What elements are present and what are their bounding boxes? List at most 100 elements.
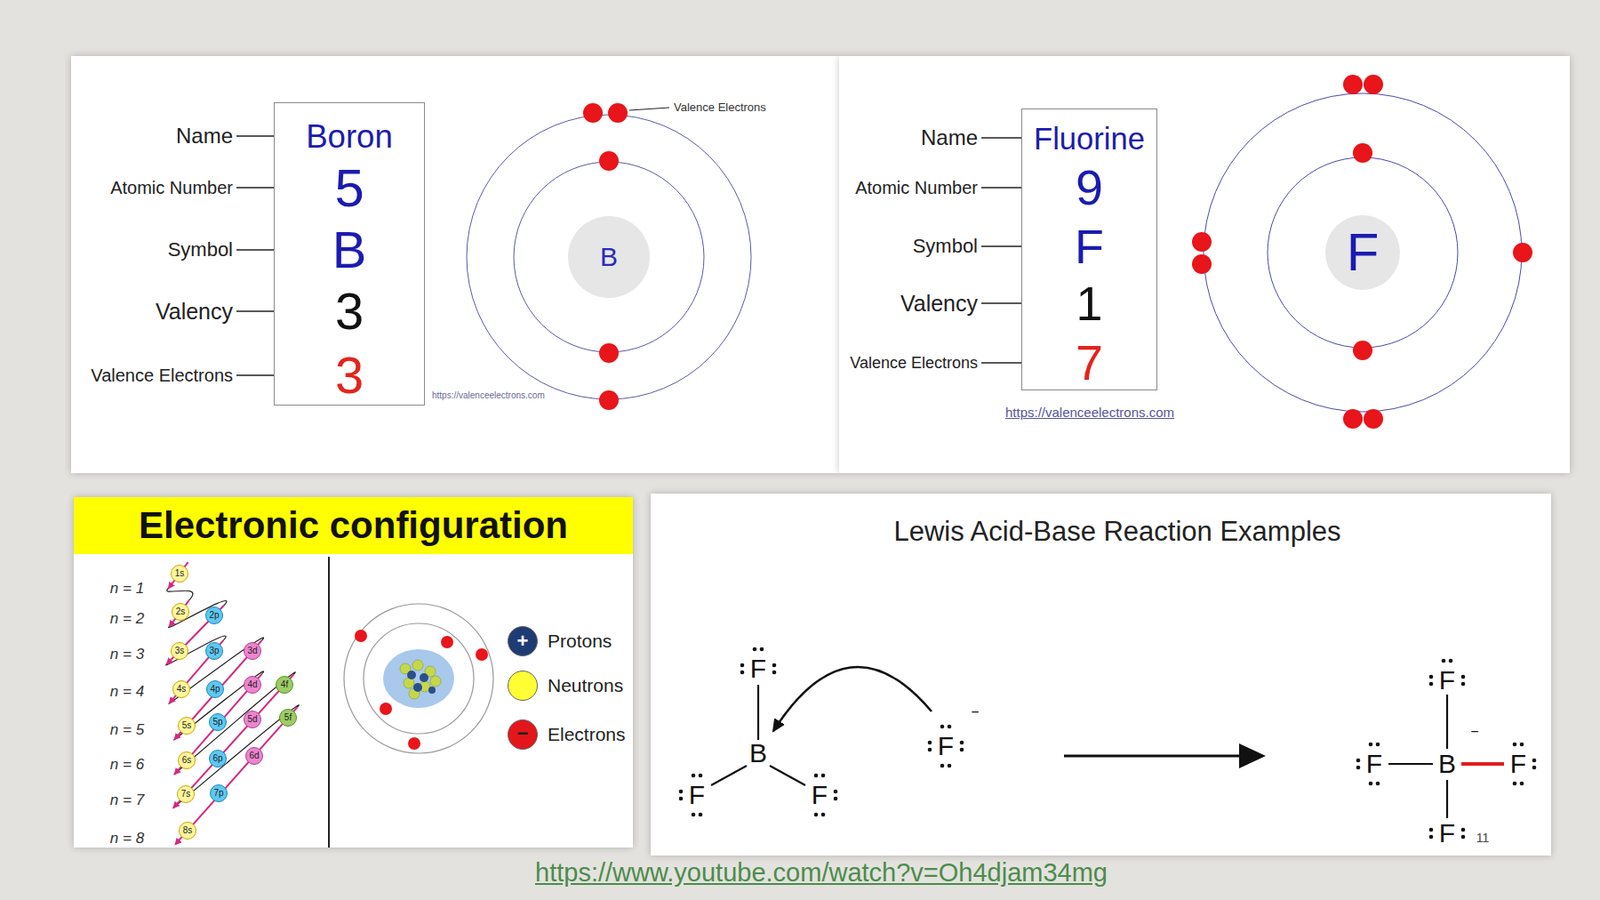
lone-pair-dot [1461, 674, 1466, 680]
node-text: 7s [181, 789, 192, 799]
orbital-circle: 3d [243, 641, 262, 660]
lone-pair-dot [1368, 742, 1374, 747]
legend-swatch [507, 670, 538, 701]
info-box: Fluorine9F17 [1021, 108, 1158, 391]
field-label: Valence Electrons [849, 353, 978, 373]
lone-pair-dot [691, 812, 696, 817]
node-text: 2s [176, 607, 186, 616]
atom-symbol: F [1439, 817, 1456, 849]
node-text: 9 [1022, 163, 1157, 214]
connector-loop [174, 671, 264, 740]
node-text: 4f [280, 680, 288, 689]
node-text: B [600, 243, 618, 271]
lone-pair-dot [821, 773, 826, 778]
lone-pair-dot [1512, 742, 1518, 747]
lone-pair-dot [1520, 742, 1525, 747]
orbital-circle: 3p [205, 641, 224, 660]
node-text: 3 [274, 350, 424, 402]
lone-pair-dot [1356, 758, 1361, 763]
lone-pair-dot [814, 812, 819, 817]
lone-pair-dot [1376, 781, 1381, 786]
node-text: F [1346, 225, 1380, 280]
lone-pair-dot [760, 647, 765, 652]
page-number: 11 [1476, 830, 1490, 845]
reaction-arrow [1064, 743, 1266, 768]
node-text: 4s [176, 684, 187, 694]
node-text: 3p [208, 646, 219, 656]
curved-arrow [773, 666, 932, 731]
field-label: Atomic Number [855, 177, 978, 199]
orbital-circle: 4p [206, 680, 224, 698]
lone-pair-dot [940, 763, 945, 768]
orbital-circle: 6s [177, 751, 196, 769]
charge-symbol: − [970, 704, 979, 720]
panel-title: Lewis Acid-Base Reaction Examples [893, 515, 1341, 548]
lone-pair-dot [928, 740, 933, 745]
field-label: Valence Electrons [90, 365, 233, 386]
atom-symbol: F [1366, 748, 1383, 780]
lone-pair-dot [833, 796, 839, 801]
shell-label: n = 7 [110, 791, 144, 809]
order-arrow [168, 561, 189, 588]
lone-pair-dot [1429, 834, 1434, 840]
panel [839, 56, 1570, 473]
charge-symbol: − [517, 721, 529, 744]
atom-symbol: F [688, 779, 705, 811]
lone-pair-dot [679, 789, 684, 794]
lone-pair-dot [821, 812, 826, 817]
source-link: https://www.youtube.com/watch?v=Oh4djam3… [535, 857, 1108, 888]
node-text: 3d [247, 646, 257, 656]
orbital-circle: 7p [209, 784, 228, 802]
node-text: 7 [1022, 338, 1157, 389]
charge-symbol: + [517, 629, 529, 652]
orbital-circle: 1s [170, 564, 189, 583]
title-band: Electronic configuration [73, 496, 633, 554]
node-text: Electronic configuration [138, 506, 568, 544]
orbital-circle: 6p [208, 749, 227, 768]
node-text: Boron [274, 120, 424, 154]
lone-pair-dot [679, 796, 684, 801]
orbital-circle: 5p [208, 712, 227, 731]
order-arrow [169, 640, 224, 703]
node-text: 6s [182, 755, 192, 765]
orbital-circle: 4f [275, 675, 294, 694]
atom-symbol: F [811, 779, 828, 811]
orbital-circle: 3s [170, 641, 189, 660]
lone-pair-dot [928, 747, 933, 752]
field-label: Valency [155, 298, 233, 325]
atom-symbol: B [1438, 748, 1456, 780]
node-text: 1s [175, 568, 185, 578]
lone-pair-dot [1532, 765, 1537, 770]
nucleus-circle: F [1325, 215, 1400, 290]
lone-pair-dot [1429, 674, 1434, 680]
atom-symbol: F [750, 653, 767, 685]
connector-loop [168, 637, 264, 704]
lone-pair-dot [1429, 827, 1434, 832]
legend-text: Electrons [547, 723, 626, 745]
charge-symbol: − [1470, 723, 1479, 740]
lone-pair-dot [1429, 681, 1434, 687]
shell-label: n = 1 [110, 579, 144, 598]
lone-pair-dot [940, 724, 945, 729]
atom-symbol: F [1510, 748, 1527, 780]
lone-pair-dot [740, 670, 745, 675]
field-label: Valency [900, 290, 978, 317]
atom-symbol: F [1439, 664, 1456, 696]
shell-label: n = 4 [110, 682, 144, 701]
field-label: Symbol [912, 234, 978, 257]
legend-text: Neutrons [547, 674, 624, 696]
connector-loop [174, 672, 296, 775]
source-url: https://valenceelectrons.com [1005, 404, 1175, 420]
legend-text: Protons [547, 630, 612, 652]
node-text: 7p [213, 788, 224, 798]
field-label: Symbol [168, 238, 233, 261]
order-arrow [174, 673, 295, 808]
node-text: 3s [175, 646, 185, 656]
lone-pair-dot [1376, 742, 1381, 747]
field-label: Name [920, 125, 978, 151]
connector-loop [173, 704, 299, 808]
orbital-circle: 5s [177, 716, 196, 735]
panel [71, 56, 840, 473]
shell-label: n = 2 [110, 609, 144, 628]
